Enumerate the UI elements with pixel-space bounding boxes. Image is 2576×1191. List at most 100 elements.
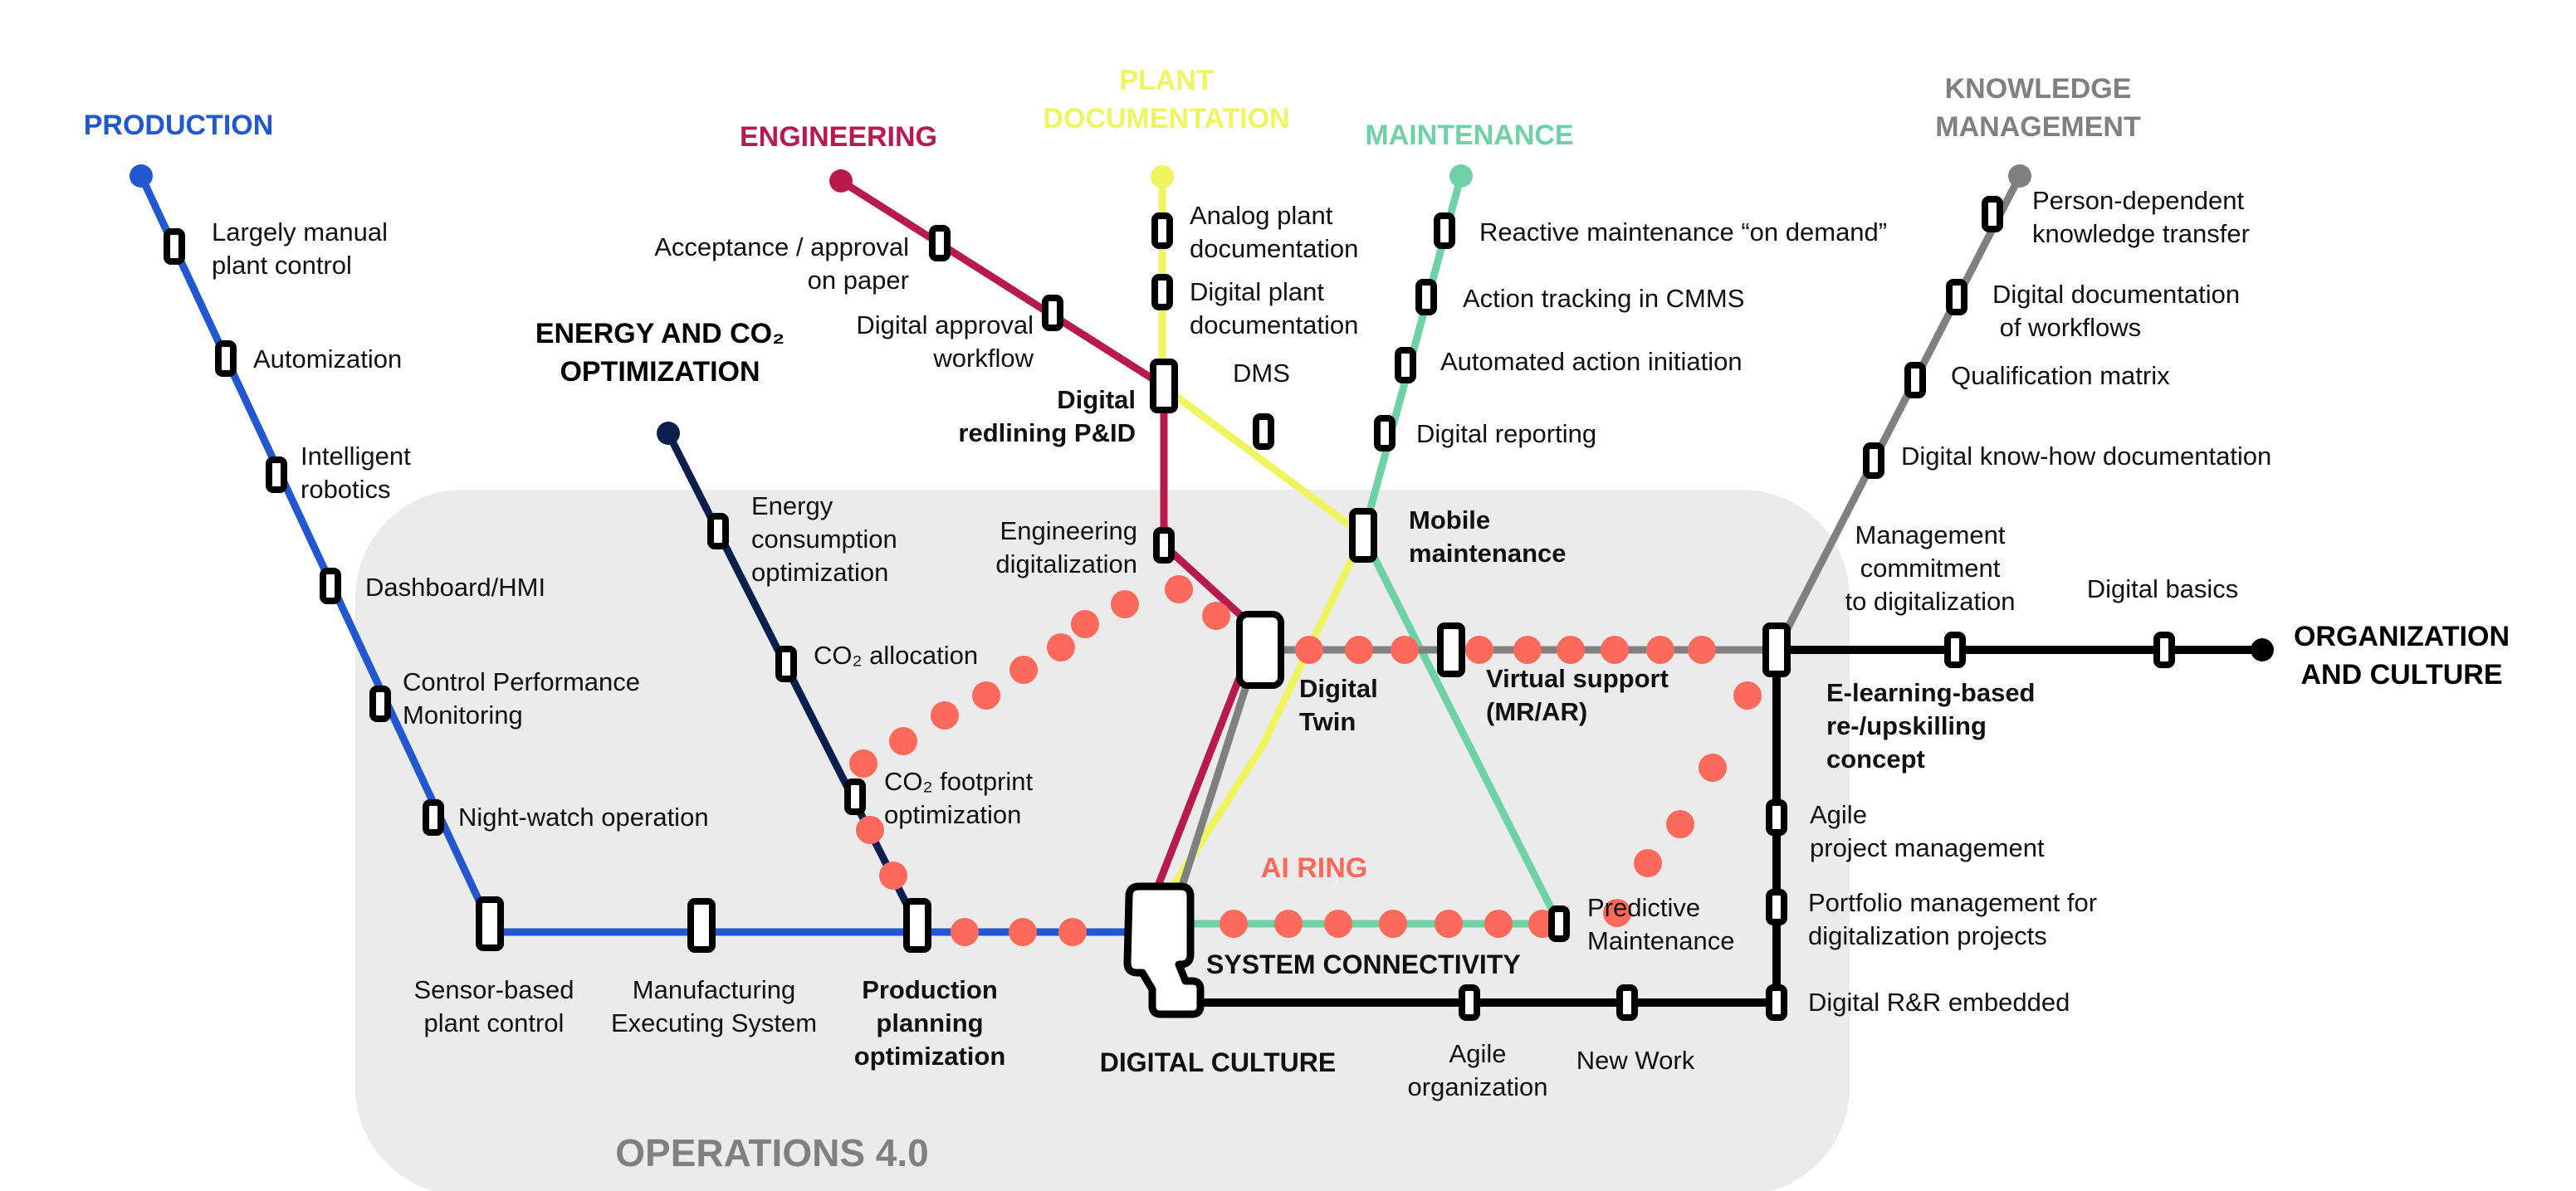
station-portfolio[interactable] — [1766, 889, 1787, 925]
station-digital-doc-workflows[interactable] — [1946, 279, 1967, 315]
ai-ring-dot — [1345, 636, 1373, 664]
ai-ring-dot — [1699, 754, 1727, 782]
station-control-performance[interactable] — [369, 686, 391, 722]
station-acceptance-paper[interactable] — [929, 225, 951, 261]
station-label-mnt-4: Digital reporting — [1416, 419, 1596, 448]
station-digital-basics[interactable] — [2153, 632, 2175, 668]
station-agile-pm[interactable] — [1766, 799, 1787, 836]
ai-ring-dot — [1009, 656, 1038, 684]
station-sensor-based[interactable] — [476, 896, 504, 951]
station-dashboard-hmi[interactable] — [320, 568, 341, 604]
station-label-km-6: Virtual support(MR/AR) — [1486, 664, 1669, 726]
ai-ring-dot — [1047, 633, 1075, 661]
station-intelligent-robotics[interactable] — [266, 456, 287, 493]
station-virtual-support[interactable] — [1437, 622, 1465, 677]
station-know-how[interactable] — [1863, 442, 1884, 479]
station-predictive-maintenance[interactable] — [1548, 905, 1570, 942]
station-label-doc-3: DMS — [1233, 359, 1290, 388]
station-label-prod-6: Night-watch operation — [458, 803, 709, 832]
station-label-mnt-2: Action tracking in CMMS — [1463, 284, 1744, 313]
terminus-engineering[interactable] — [829, 169, 853, 193]
station-automated-action[interactable] — [1395, 347, 1416, 383]
station-digital-rr[interactable] — [1766, 984, 1787, 1021]
station-layer — [164, 196, 2175, 1021]
terminus-plant-documentation[interactable] — [1151, 165, 1174, 188]
ai-ring-dot — [1513, 636, 1542, 664]
ai-ring-dot — [879, 862, 907, 890]
station-agile-org[interactable] — [1459, 984, 1480, 1021]
terminus-energy[interactable] — [657, 422, 680, 445]
station-co2-footprint[interactable] — [844, 779, 866, 815]
station-label-org-6: Digital R&R embedded — [1808, 988, 2070, 1017]
ai-ring-dot — [1058, 918, 1087, 946]
station-mobile-maintenance[interactable] — [1349, 508, 1377, 563]
station-qualification-matrix[interactable] — [1904, 362, 1926, 398]
terminus-maintenance[interactable] — [1449, 164, 1473, 188]
station-co2-allocation[interactable] — [775, 646, 797, 682]
line-title-maintenance: MAINTENANCE — [1365, 120, 1573, 151]
terminus-knowledge-management[interactable] — [2008, 164, 2031, 188]
ai-ring-dot — [1557, 636, 1585, 664]
ai-ring-dot — [1435, 910, 1463, 938]
station-automization[interactable] — [215, 340, 237, 377]
ai-ring-dot — [1202, 602, 1230, 630]
station-new-work[interactable] — [1616, 984, 1638, 1021]
terminus-organization[interactable] — [2251, 638, 2274, 661]
ai-ring-dot — [889, 727, 917, 755]
station-management-commitment[interactable] — [1944, 632, 1966, 668]
ai-ring-dot — [849, 749, 877, 778]
station-mes[interactable] — [687, 898, 716, 953]
station-label-en-2: CO₂ allocation — [814, 641, 978, 670]
station-label-km-3: Qualification matrix — [1951, 361, 2170, 390]
station-digital-redlining[interactable] — [1150, 359, 1178, 413]
ai-ring-dot — [1071, 610, 1099, 638]
line-title-production: PRODUCTION — [84, 110, 274, 141]
station-reactive-maintenance[interactable] — [1434, 212, 1455, 249]
ai-ring-dot — [1634, 849, 1662, 877]
station-analog-doc[interactable] — [1151, 212, 1173, 249]
station-label-mnt-3: Automated action initiation — [1440, 347, 1743, 376]
station-label-prod-2: Automization — [253, 344, 402, 373]
ai-ring-dot — [1484, 910, 1513, 938]
terminus-production[interactable] — [130, 164, 153, 188]
line-title-engineering: ENGINEERING — [740, 121, 937, 153]
digital-culture-label: DIGITAL CULTURE — [1100, 1047, 1336, 1077]
station-energy-consumption[interactable] — [707, 513, 729, 549]
ai-ring-dot — [1324, 910, 1352, 938]
station-engineering-digitalization[interactable] — [1153, 527, 1175, 564]
ai-ring-dot — [1601, 636, 1629, 664]
station-e-learning[interactable] — [1762, 622, 1791, 677]
station-action-tracking[interactable] — [1415, 279, 1437, 315]
station-person-dependent[interactable] — [1982, 196, 2003, 232]
station-digital-approval[interactable] — [1042, 295, 1063, 331]
station-largely-manual[interactable] — [164, 228, 185, 265]
station-dms[interactable] — [1253, 413, 1274, 450]
station-digital-reporting[interactable] — [1374, 415, 1396, 452]
station-digital-twin[interactable] — [1236, 611, 1284, 689]
ai-ring-dot — [1603, 899, 1631, 927]
hub-system-connectivity-digital-culture[interactable] — [1123, 882, 1205, 1018]
station-digital-doc[interactable] — [1151, 274, 1173, 310]
operations-zone — [355, 490, 1850, 1191]
station-production-planning[interactable] — [903, 898, 931, 953]
station-night-watch[interactable] — [423, 799, 444, 836]
